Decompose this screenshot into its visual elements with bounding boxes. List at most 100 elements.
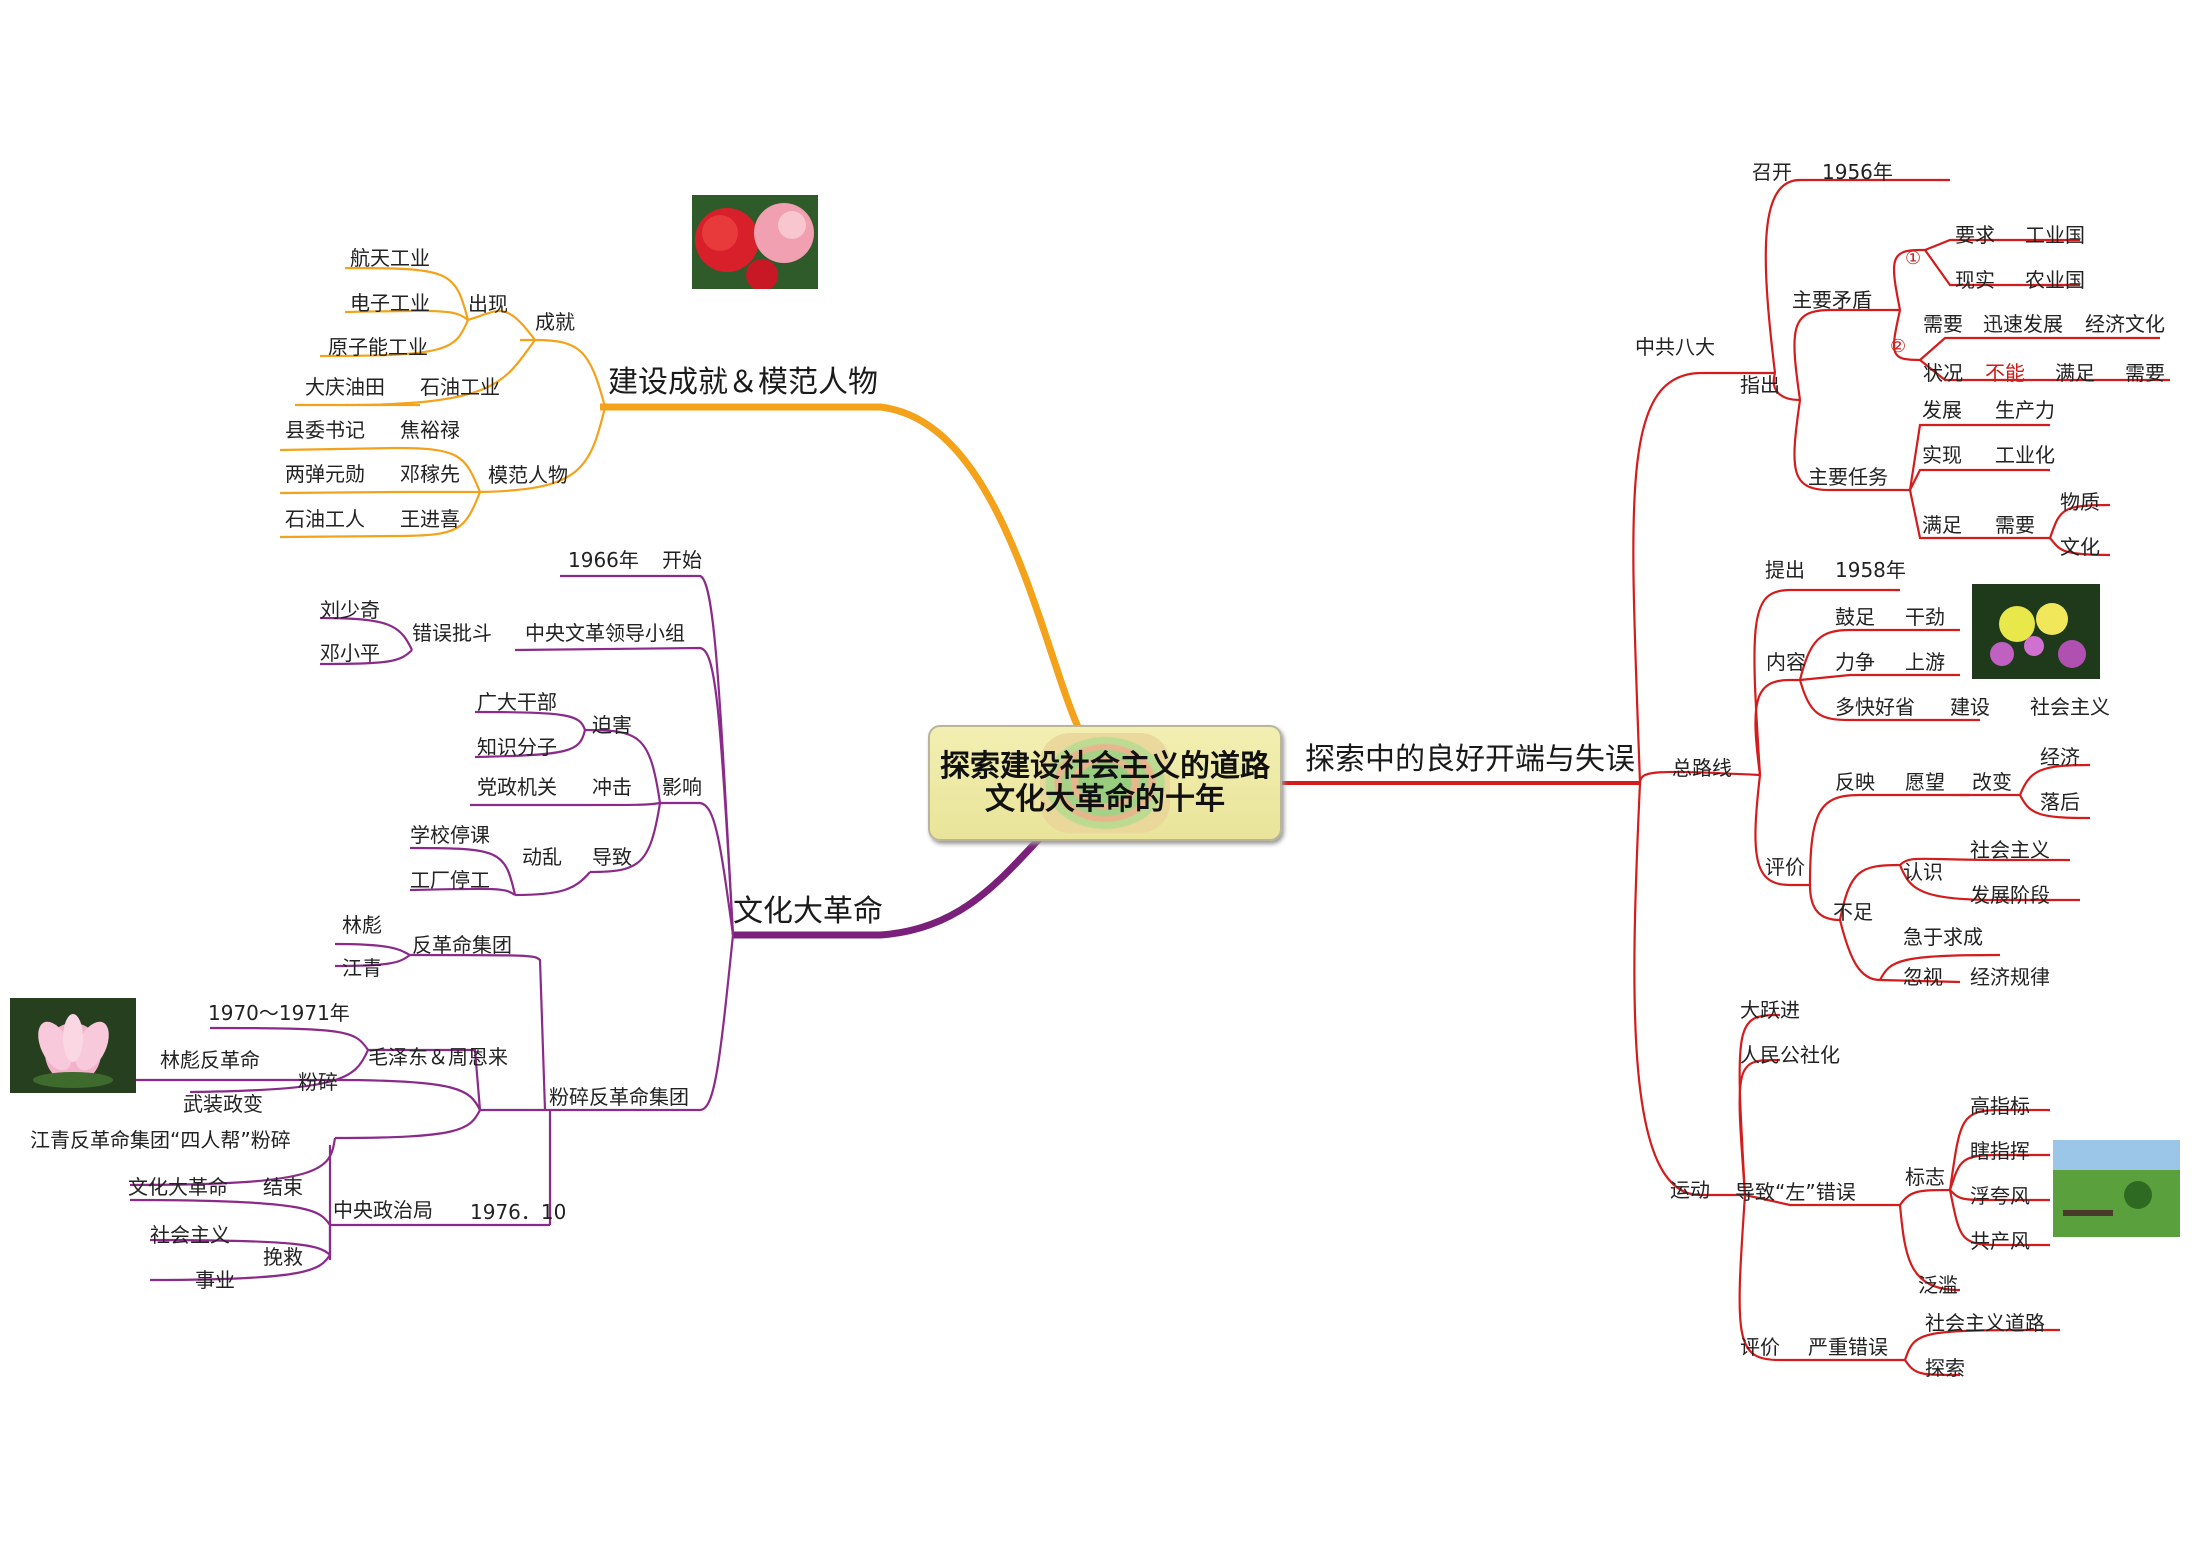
node-explore[interactable]: 探索 xyxy=(1925,1356,1965,1380)
node-cause[interactable]: 事业 xyxy=(195,1268,235,1292)
node-1956[interactable]: 1956年 xyxy=(1822,160,1893,184)
node-propose[interactable]: 提出 xyxy=(1765,558,1805,582)
node-main-task[interactable]: 主要任务 xyxy=(1808,465,1888,489)
node-socialism-2[interactable]: 社会主义 xyxy=(2030,695,2110,719)
node-turmoil[interactable]: 动乱 xyxy=(522,845,562,869)
node-8th-congress[interactable]: 中共八大 xyxy=(1635,335,1715,359)
node-industrialization[interactable]: 工业化 xyxy=(1995,443,2055,467)
node-condition[interactable]: 状况 xyxy=(1923,361,1963,385)
node-1976-10[interactable]: 1976．10 xyxy=(470,1200,567,1224)
node-main-contradiction[interactable]: 主要矛盾 xyxy=(1792,288,1872,312)
node-exaggeration[interactable]: 浮夸风 xyxy=(1970,1184,2030,1208)
node-need-2[interactable]: 需要 xyxy=(2125,361,2165,385)
node-liushaoqi[interactable]: 刘少奇 xyxy=(320,598,380,622)
node-economy-culture[interactable]: 经济文化 xyxy=(2085,312,2165,336)
node-socialist-road[interactable]: 社会主义道路 xyxy=(1925,1311,2045,1335)
node-linbiao-group[interactable]: 林彪反革命 xyxy=(160,1048,260,1072)
node-start[interactable]: 开始 xyxy=(662,548,702,572)
node-material[interactable]: 物质 xyxy=(2060,490,2100,514)
node-politburo[interactable]: 中央政治局 xyxy=(333,1198,433,1222)
node-convene[interactable]: 召开 xyxy=(1752,160,1792,184)
node-factories-closed[interactable]: 工厂停工 xyxy=(410,868,490,892)
node-wish[interactable]: 愿望 xyxy=(1905,770,1945,794)
node-persecution[interactable]: 迫害 xyxy=(592,713,632,737)
node-intellectuals[interactable]: 知识分子 xyxy=(477,735,557,759)
node-left-error[interactable]: 导致“左”错误 xyxy=(1735,1180,1856,1204)
node-impact[interactable]: 影响 xyxy=(662,775,702,799)
node-backward[interactable]: 落后 xyxy=(2040,790,2080,814)
node-satisfy-2[interactable]: 满足 xyxy=(1922,513,1962,537)
node-sign[interactable]: 标志 xyxy=(1905,1165,1945,1189)
node-end[interactable]: 结束 xyxy=(263,1175,303,1199)
branch-culture[interactable]: 文化大革命 xyxy=(733,894,883,929)
node-culture[interactable]: 文化 xyxy=(2060,535,2100,559)
node-high-targets[interactable]: 高指标 xyxy=(1970,1094,2030,1118)
node-two-bombs[interactable]: 两弹元勋 xyxy=(285,462,365,486)
node-county-secretary[interactable]: 县委书记 xyxy=(285,418,365,442)
node-attack[interactable]: 冲击 xyxy=(592,775,632,799)
node-wrong-struggle[interactable]: 错误批斗 xyxy=(412,621,492,645)
node-1966[interactable]: 1966年 xyxy=(568,548,639,572)
node-schools-closed[interactable]: 学校停课 xyxy=(410,823,490,847)
node-agricultural-country[interactable]: 农业国 xyxy=(2025,268,2085,292)
node-lead-to[interactable]: 导致 xyxy=(592,845,632,869)
node-reality[interactable]: 现实 xyxy=(1955,268,1995,292)
node-party-organs[interactable]: 党政机关 xyxy=(477,775,557,799)
node-upstream[interactable]: 上游 xyxy=(1905,650,1945,674)
node-reflect[interactable]: 反映 xyxy=(1835,770,1875,794)
node-dengjiaxian[interactable]: 邓稼先 xyxy=(400,462,460,486)
node-summon[interactable]: 鼓足 xyxy=(1835,605,1875,629)
node-1958[interactable]: 1958年 xyxy=(1835,558,1906,582)
node-strive[interactable]: 力争 xyxy=(1835,650,1875,674)
node-economy[interactable]: 经济 xyxy=(2040,745,2080,769)
node-general-line[interactable]: 总路线 xyxy=(1672,756,1732,780)
node-rapid-dev[interactable]: 迅速发展 xyxy=(1983,312,2063,336)
node-energy[interactable]: 干劲 xyxy=(1905,605,1945,629)
central-topic[interactable]: 探索建设社会主义的道路 文化大革命的十年 xyxy=(928,725,1282,841)
node-gang-of-four[interactable]: 江青反革命集团“四人帮”粉碎 xyxy=(30,1128,291,1152)
node-economic-law[interactable]: 经济规律 xyxy=(1970,965,2050,989)
branch-exploration[interactable]: 探索中的良好开端与失误 xyxy=(1305,742,1635,777)
node-satisfy[interactable]: 满足 xyxy=(2055,361,2095,385)
node-need-3[interactable]: 需要 xyxy=(1995,513,2035,537)
node-build[interactable]: 建设 xyxy=(1950,695,1990,719)
node-oil-industry[interactable]: 石油工业 xyxy=(420,375,500,399)
node-movement[interactable]: 运动 xyxy=(1670,1178,1710,1202)
node-cultural-revolution[interactable]: 文化大革命 xyxy=(128,1175,228,1199)
node-daqing[interactable]: 大庆油田 xyxy=(305,375,385,399)
node-realize[interactable]: 实现 xyxy=(1922,443,1962,467)
node-serious-error[interactable]: 严重错误 xyxy=(1808,1335,1888,1359)
node-productivity[interactable]: 生产力 xyxy=(1995,398,2055,422)
node-understanding[interactable]: 认识 xyxy=(1903,860,1943,884)
node-rescue[interactable]: 挽救 xyxy=(263,1245,303,1269)
node-impatience[interactable]: 急于求成 xyxy=(1903,925,1983,949)
node-evaluation-2[interactable]: 评价 xyxy=(1740,1335,1780,1359)
node-mao-zhou[interactable]: 毛泽东＆周恩来 xyxy=(368,1045,508,1069)
node-point-out[interactable]: 指出 xyxy=(1740,373,1780,397)
node-wangjinxi[interactable]: 王进喜 xyxy=(400,507,460,531)
node-shortcoming[interactable]: 不足 xyxy=(1833,900,1873,924)
node-ignore[interactable]: 忽视 xyxy=(1903,965,1943,989)
node-industrial-country[interactable]: 工业国 xyxy=(2025,223,2085,247)
node-1970-1971[interactable]: 1970～1971年 xyxy=(208,1001,350,1025)
node-models[interactable]: 模范人物 xyxy=(488,463,568,487)
node-develop[interactable]: 发展 xyxy=(1922,398,1962,422)
node-change[interactable]: 改变 xyxy=(1972,770,2012,794)
node-blind-command[interactable]: 瞎指挥 xyxy=(1970,1139,2030,1163)
node-oil-worker[interactable]: 石油工人 xyxy=(285,507,365,531)
node-counterrev-groups[interactable]: 反革命集团 xyxy=(412,933,512,957)
node-smash[interactable]: 粉碎 xyxy=(298,1070,338,1094)
node-great-leap[interactable]: 大跃进 xyxy=(1740,998,1800,1022)
node-nuclear[interactable]: 原子能工业 xyxy=(328,335,428,359)
node-need[interactable]: 需要 xyxy=(1923,312,1963,336)
node-emerge[interactable]: 出现 xyxy=(468,292,508,316)
node-smash-groups[interactable]: 粉碎反革命集团 xyxy=(549,1085,689,1109)
node-socialism-3[interactable]: 社会主义 xyxy=(1970,838,2050,862)
branch-achievements[interactable]: 建设成就＆模范人物 xyxy=(608,365,878,400)
node-electronics[interactable]: 电子工业 xyxy=(350,291,430,315)
node-communes[interactable]: 人民公社化 xyxy=(1740,1043,1840,1067)
node-central-group[interactable]: 中央文革领导小组 xyxy=(525,621,685,645)
node-jiangqing[interactable]: 江青 xyxy=(342,956,382,980)
node-linbiao[interactable]: 林彪 xyxy=(342,913,382,937)
node-evaluation[interactable]: 评价 xyxy=(1765,855,1805,879)
